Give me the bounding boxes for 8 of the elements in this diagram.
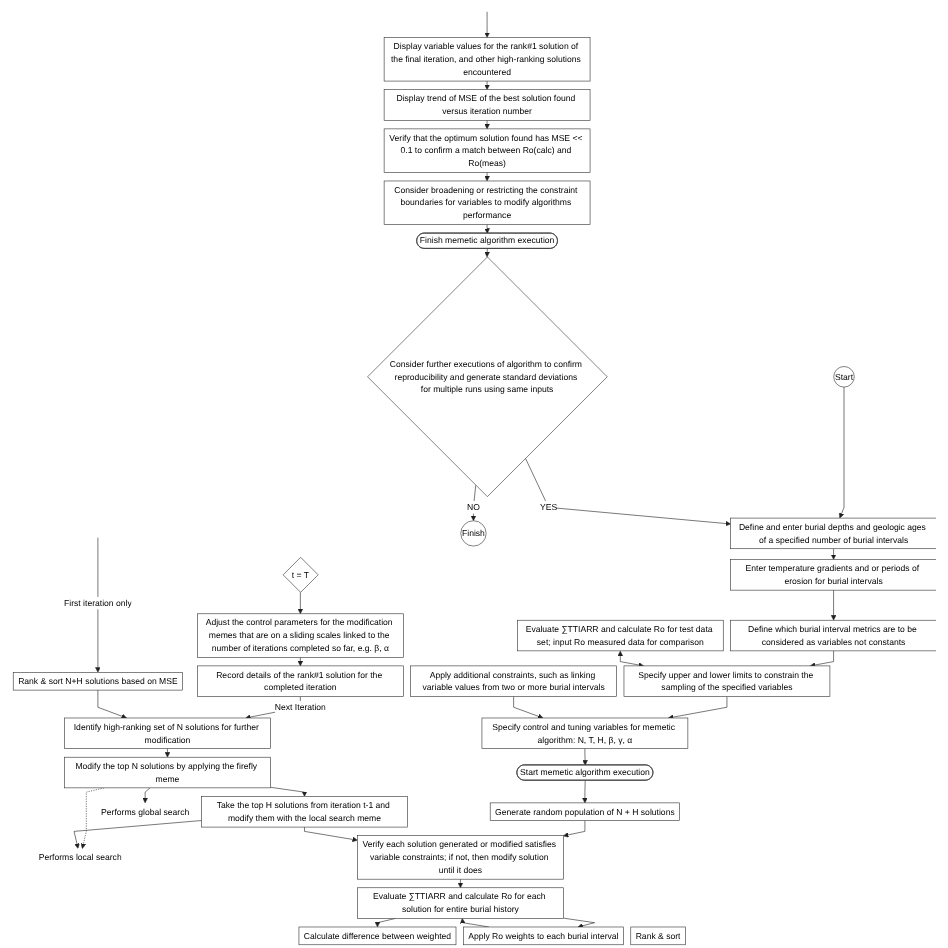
- arrow: [483, 224, 489, 234]
- arrow: [483, 172, 489, 182]
- arrow: [296, 657, 303, 667]
- arrow: [483, 120, 489, 130]
- arrow: [483, 80, 489, 90]
- arrow: [163, 748, 170, 758]
- arrow: [456, 878, 463, 888]
- arrow: [483, 248, 489, 258]
